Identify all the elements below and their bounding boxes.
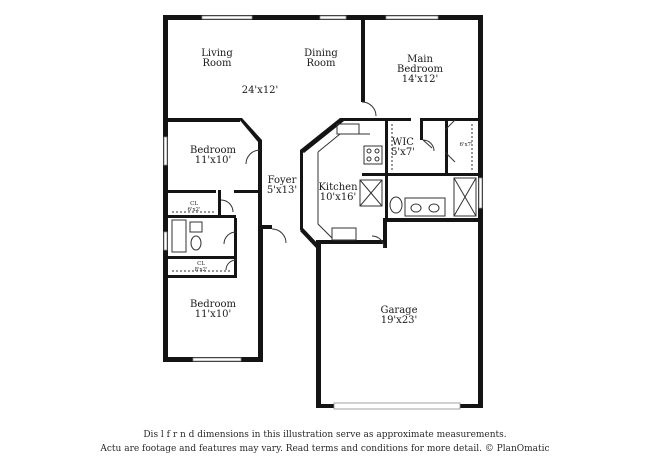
living-room-label: Living xyxy=(201,48,233,59)
garage-label: Garage xyxy=(380,305,417,316)
kitchen-label: Kitchen xyxy=(318,182,358,193)
living-room-label-2: Room xyxy=(202,58,232,69)
disclaimer-line-2: Actu are footage and features may vary. … xyxy=(100,444,550,454)
small-closet-dims: 6'x7' xyxy=(459,142,472,148)
disclaimer-line-1: Dis l f r n d dimensions in this illustr… xyxy=(143,430,507,440)
bedroom-1-label: Bedroom xyxy=(190,145,236,156)
bedroom-1-dims: 11'x10' xyxy=(195,155,232,166)
fixtures xyxy=(171,101,477,272)
interior-walls xyxy=(166,18,480,278)
garage-dims: 19'x23' xyxy=(381,315,418,326)
closet-2-label: CL xyxy=(197,261,205,267)
wic-label: WIC xyxy=(392,137,414,148)
dining-room-label: Dining xyxy=(304,48,338,59)
closet-1-label: CL xyxy=(190,201,198,207)
bedroom-2-dims: 11'x10' xyxy=(195,309,232,320)
main-bedroom-dims: 14'x12' xyxy=(402,74,439,85)
bedroom-2-label: Bedroom xyxy=(190,299,236,310)
kitchen-dims: 10'x16' xyxy=(320,192,357,203)
great-room-dims: 24'x12' xyxy=(242,85,279,96)
room-labels: Living Room Dining Room 24'x12' Main Bed… xyxy=(187,48,472,326)
foyer-dims: 5'x13' xyxy=(267,185,297,196)
windows xyxy=(163,15,483,410)
dining-room-label-2: Room xyxy=(306,58,336,69)
foyer-label: Foyer xyxy=(268,175,297,186)
main-bedroom-label: Main xyxy=(407,54,433,65)
wic-dims: 5'x7' xyxy=(391,147,415,158)
closet-1-dims: 6'x2' xyxy=(187,207,200,213)
closet-2-dims: 8'x2' xyxy=(194,267,207,273)
main-bedroom-label-2: Bedroom xyxy=(397,64,443,75)
